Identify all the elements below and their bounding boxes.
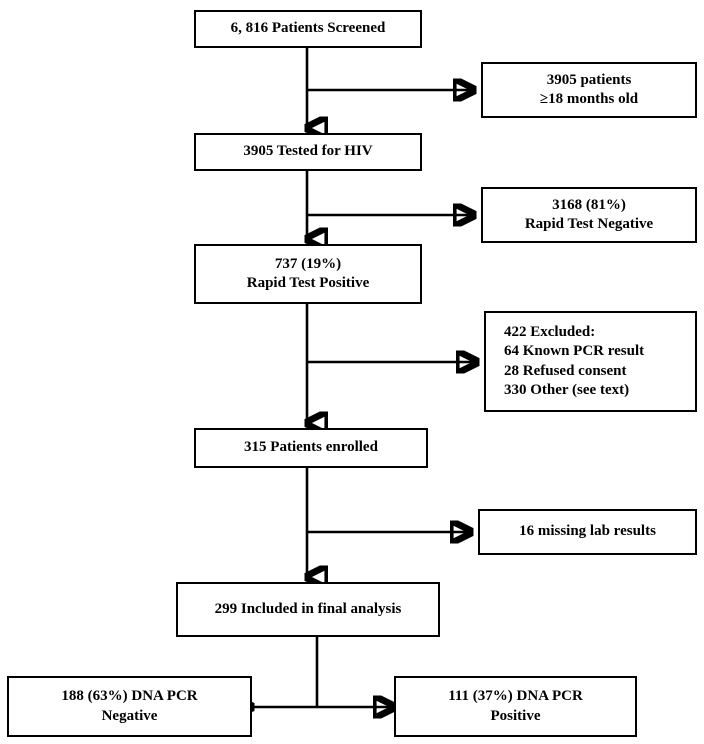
node-missing-lab-results-label: 16 missing lab results (519, 523, 656, 540)
node-rapid-test-positive-label: 737 (19%) Rapid Test Positive (246, 255, 370, 291)
node-dna-pcr-negative-label: 188 (63%) DNA PCR Negative (61, 688, 198, 724)
node-excluded-reasons-label: 422 Excluded: 64 Known PCR result 28 Ref… (504, 324, 645, 398)
node-dna-pcr-positive[interactable]: 111 (37%) DNA PCR Positive (394, 676, 637, 737)
node-missing-lab-results[interactable]: 16 missing lab results (478, 509, 697, 555)
node-tested-for-hiv[interactable]: 3905 Tested for HIV (194, 133, 422, 171)
node-patients-screened[interactable]: 6, 816 Patients Screened (194, 10, 422, 48)
node-dna-pcr-positive-label: 111 (37%) DNA PCR Positive (448, 688, 583, 724)
node-excluded-reasons[interactable]: 422 Excluded: 64 Known PCR result 28 Ref… (484, 311, 697, 412)
node-rapid-test-positive[interactable]: 737 (19%) Rapid Test Positive (194, 244, 422, 304)
node-final-analysis[interactable]: 299 Included in final analysis (176, 582, 440, 637)
node-excluded-age[interactable]: 3905 patients ≥18 months old (481, 62, 697, 118)
node-patients-enrolled[interactable]: 315 Patients enrolled (194, 428, 428, 468)
node-patients-screened-label: 6, 816 Patients Screened (230, 20, 386, 37)
node-excluded-age-label: 3905 patients ≥18 months old (539, 71, 639, 107)
node-rapid-test-negative[interactable]: 3168 (81%) Rapid Test Negative (481, 187, 697, 243)
node-tested-for-hiv-label: 3905 Tested for HIV (243, 143, 373, 160)
node-final-analysis-label: 299 Included in final analysis (214, 600, 402, 617)
node-dna-pcr-negative[interactable]: 188 (63%) DNA PCR Negative (7, 676, 252, 737)
node-rapid-test-negative-label: 3168 (81%) Rapid Test Negative (524, 196, 654, 232)
node-patients-enrolled-label: 315 Patients enrolled (244, 439, 378, 456)
